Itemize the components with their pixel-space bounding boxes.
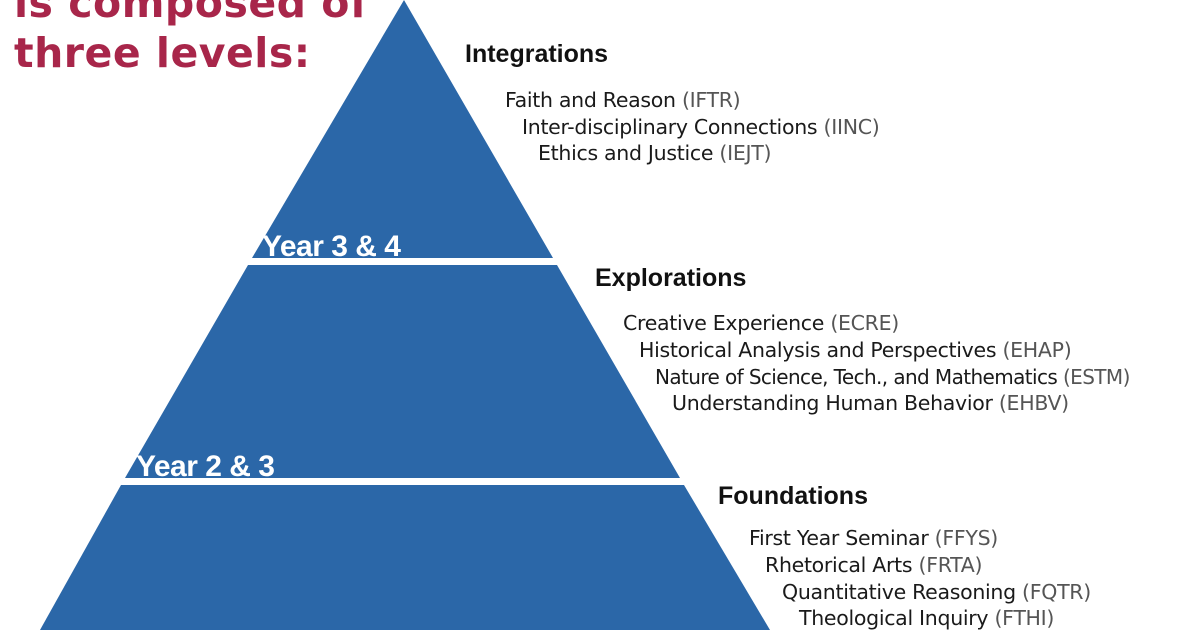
course-code: (FQTR) <box>1022 580 1091 604</box>
level-title-integrations: Integrations <box>465 40 609 68</box>
headline-line-2: three levels: <box>14 29 311 77</box>
course-name: Theological Inquiry <box>799 606 989 630</box>
course-code: (FRTA) <box>918 553 983 577</box>
course-item: Historical Analysis and Perspectives (EH… <box>639 337 1072 363</box>
course-code: (ESTM) <box>1062 365 1130 389</box>
course-item: Theological Inquiry (FTHI) <box>799 605 1054 631</box>
course-name: Inter-disciplinary Connections <box>522 115 818 139</box>
course-code: (ECRE) <box>830 311 899 335</box>
course-item: Inter-disciplinary Connections (IINC) <box>522 114 880 140</box>
course-item: Rhetorical Arts (FRTA) <box>765 552 983 578</box>
course-item: Ethics and Justice (IEJT) <box>538 140 771 166</box>
year-label-3-4: Year 3 & 4 <box>262 230 401 263</box>
course-name: First Year Seminar <box>749 526 929 550</box>
course-name: Nature of Science, Tech., and Mathematic… <box>655 365 1058 389</box>
course-name: Ethics and Justice <box>538 141 714 165</box>
course-item: Nature of Science, Tech., and Mathematic… <box>655 364 1130 390</box>
pyramid-tier-explorations <box>125 265 680 478</box>
course-code: (IEJT) <box>719 141 772 165</box>
course-item: Understanding Human Behavior (EHBV) <box>672 390 1069 416</box>
course-name: Understanding Human Behavior <box>672 391 993 415</box>
course-code: (FFYS) <box>934 526 999 550</box>
course-item: First Year Seminar (FFYS) <box>749 525 998 551</box>
course-name: Historical Analysis and Perspectives <box>639 338 997 362</box>
course-item: Quantitative Reasoning (FQTR) <box>782 579 1091 605</box>
course-code: (EHAP) <box>1002 338 1072 362</box>
level-title-explorations: Explorations <box>595 264 747 292</box>
course-item: Faith and Reason (IFTR) <box>505 87 741 113</box>
course-name: Quantitative Reasoning <box>782 580 1016 604</box>
headline: is composed of three levels: <box>14 0 368 78</box>
headline-line-1: is composed of <box>14 0 369 27</box>
course-name: Rhetorical Arts <box>765 553 913 577</box>
course-code: (IINC) <box>823 115 880 139</box>
course-code: (FTHI) <box>994 606 1055 630</box>
level-title-foundations: Foundations <box>718 482 868 510</box>
course-name: Faith and Reason <box>505 88 676 112</box>
pyramid-tier-integrations <box>252 0 553 258</box>
course-code: (EHBV) <box>998 391 1069 415</box>
course-code: (IFTR) <box>681 88 741 112</box>
year-label-2-3: Year 2 & 3 <box>136 450 275 483</box>
course-item: Creative Experience (ECRE) <box>623 310 899 336</box>
pyramid-tier-foundations <box>40 485 770 630</box>
course-name: Creative Experience <box>623 311 825 335</box>
